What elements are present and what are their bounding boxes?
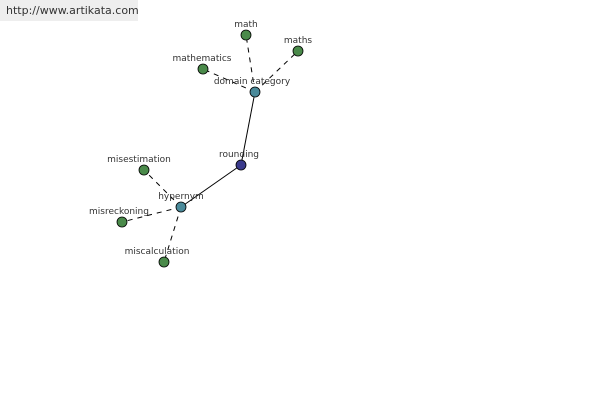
node-label-misreckoning[interactable]: misreckoning — [89, 207, 149, 217]
edge-rounding-domain-category — [240, 91, 256, 166]
node-misestimation[interactable]: misestimation — [107, 155, 171, 176]
node-marker-misreckoning[interactable] — [116, 216, 128, 228]
node-marker-math[interactable] — [240, 29, 252, 41]
edges-layer — [121, 34, 299, 263]
source-banner: http://www.artikata.com — [0, 0, 139, 21]
node-marker-maths[interactable] — [292, 45, 304, 57]
node-label-misestimation[interactable]: misestimation — [107, 155, 171, 165]
node-marker-hypernym[interactable] — [175, 201, 187, 213]
node-marker-mathematics[interactable] — [197, 63, 209, 75]
edge-hypernym-misestimation — [143, 169, 182, 208]
node-label-mathematics[interactable]: mathematics — [172, 54, 231, 64]
node-label-domain-category[interactable]: domain category — [214, 77, 291, 87]
edge-hypernym-misreckoning — [121, 206, 182, 223]
edge-rounding-hypernym — [180, 164, 242, 208]
node-marker-miscalculation[interactable] — [158, 256, 170, 268]
node-marker-domain-category[interactable] — [249, 86, 261, 98]
node-rounding[interactable]: rounding — [219, 150, 259, 171]
source-link[interactable]: http://www.artikata.com — [6, 4, 139, 17]
node-label-hypernym[interactable]: hypernym — [158, 192, 204, 202]
node-marker-rounding[interactable] — [235, 159, 247, 171]
node-misreckoning[interactable]: misreckoning — [89, 207, 149, 228]
node-label-miscalculation[interactable]: miscalculation — [125, 247, 190, 257]
node-hypernym[interactable]: hypernym — [158, 192, 204, 213]
node-label-rounding[interactable]: rounding — [219, 150, 259, 160]
node-marker-misestimation[interactable] — [138, 164, 150, 176]
node-domain-category[interactable]: domain category — [214, 77, 291, 98]
node-label-math[interactable]: math — [234, 20, 258, 30]
node-miscalculation[interactable]: miscalculation — [125, 247, 190, 268]
node-maths[interactable]: maths — [284, 36, 313, 57]
node-math[interactable]: math — [234, 20, 258, 41]
node-label-maths[interactable]: maths — [284, 36, 313, 46]
node-mathematics[interactable]: mathematics — [172, 54, 232, 75]
nodes-layer: rounding domain category hypernym math maths… — [89, 20, 313, 268]
